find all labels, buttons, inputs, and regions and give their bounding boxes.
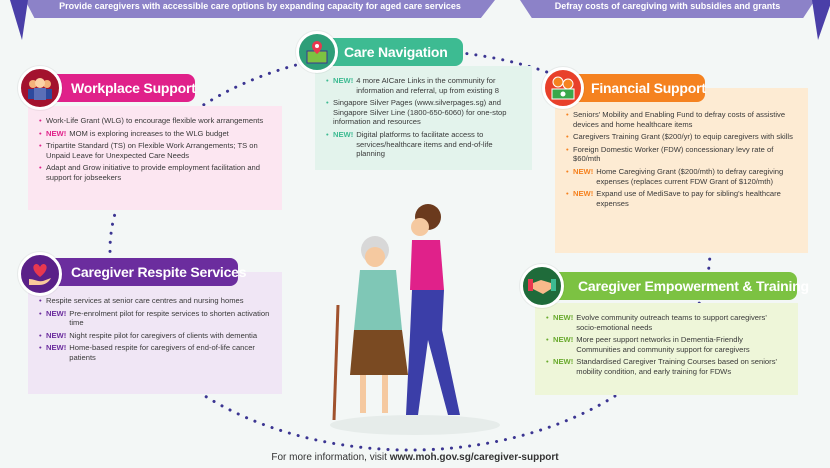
caregiver-senior-illustration [330,204,500,435]
bullet-icon: • [39,296,42,305]
list-item: • NEW!Home Caregiving Grant ($200/mth) to… [566,167,798,186]
item-text: MOM is exploring increases to the WLG bu… [69,128,229,138]
list-item: • NEW!Standardised Caregiver Training Cou… [546,357,788,376]
item-text: Work-Life Grant (WLG) to encourage flexi… [46,116,264,125]
new-badge: NEW! [553,357,574,367]
item-text: Seniors' Mobility and Enabling Fund to d… [573,110,786,129]
financial-support-box: • Seniors' Mobility and Enabling Fund to … [555,88,808,253]
senior-figure [332,236,408,421]
list-item: • Caregivers Training Grant ($200/yr) to … [566,132,798,142]
bullet-icon: • [566,132,569,142]
list-item: • Singapore Silver Pages (www.silverpages… [326,98,522,127]
bullet-icon: • [546,335,549,345]
list-item: • NEW!Home-based respite for caregivers o… [39,343,272,362]
bullet-icon: • [326,76,329,85]
list-item: • Seniors' Mobility and Enabling Fund to … [566,110,798,129]
list-item: • Foreign Domestic Worker (FDW) concessio… [566,145,798,164]
new-badge: NEW! [46,330,67,340]
item-text: Adapt and Grow initiative to provide emp… [46,163,261,182]
list-item: • Respite services at senior care centres… [39,296,272,306]
care-navigation-title: Care Navigation [318,38,463,66]
banner-right: Defray costs of caregiving with subsidie… [520,0,815,18]
item-text: Singapore Silver Pages (www.silverpages.… [333,98,507,127]
item-text: Digital platforms to facilitate access t… [356,129,493,159]
list-item: • NEW!Pre-enrolment pilot for respite ser… [39,309,272,328]
list-item: • NEW!4 more AICare Links in the communit… [326,76,522,95]
new-badge: NEW! [46,308,67,318]
bullet-icon: • [566,110,569,119]
bullet-icon: • [39,116,42,125]
respite-services-title: Caregiver Respite Services [45,258,247,286]
new-badge: NEW! [333,76,354,85]
bullet-icon: • [39,163,42,173]
item-text: Standardised Caregiver Training Courses … [576,357,777,376]
list-item: • Tripartite Standard (TS) on Flexible Wo… [39,141,272,160]
item-text: Night respite pilot for caregivers of cl… [69,330,258,340]
list-item: • Work-Life Grant (WLG) to encourage flex… [39,116,272,126]
empowerment-training-box: •NEW!Evolve community outreach teams to … [535,303,798,395]
bullet-icon: • [546,313,549,322]
list-item: • NEW!Night respite pilot for caregivers … [39,331,272,341]
item-text: Home Caregiving Grant ($200/mth) to defr… [596,166,784,186]
bullet-icon: • [566,144,569,154]
item-text: More peer support networks in Dementia-F… [576,335,750,354]
item-text: 4 more AICare Links in the community for… [356,76,499,95]
list-item: • NEW!More peer support networks in Demen… [546,335,788,354]
item-text: Tripartite Standard (TS) on Flexible Wor… [46,141,258,160]
workplace-support-title: Workplace Support [45,74,196,102]
handshake-icon [520,264,564,308]
item-text: Respite services at senior care centres … [46,296,244,305]
care-navigation-box: •NEW!4 more AICare Links in the communit… [315,66,532,170]
empowerment-training-title: Caregiver Empowerment & Training [540,272,809,300]
item-text: Foreign Domestic Worker (FDW) concession… [573,144,774,164]
money-icon [542,67,584,109]
item-text: Evolve community outreach teams to suppo… [576,313,767,332]
new-badge: NEW! [573,166,594,176]
new-badge: NEW! [573,189,594,199]
bullet-icon: • [39,128,42,138]
map-pin-icon [296,31,338,73]
bullet-icon: • [39,141,42,151]
item-text: Pre-enrolment pilot for respite services… [69,308,270,328]
item-text: Caregivers Training Grant ($200/yr) to e… [573,132,793,142]
financial-support-title: Financial Support [565,74,706,102]
banner-corner-right [812,0,830,40]
new-badge: NEW! [46,343,67,353]
bullet-icon: • [326,129,329,139]
list-item: • NEW!Expand use of MediSave to pay for s… [566,189,798,208]
list-item: • NEW!Digital platforms to facilitate acc… [326,130,522,159]
people-icon [18,66,62,110]
footer-link[interactable]: www.moh.gov.sg/caregiver-support [389,452,559,463]
ground-shadow [330,415,500,435]
banner-left: Provide caregivers with accessible care … [25,0,495,18]
bullet-icon: • [39,343,42,353]
new-badge: NEW! [553,335,574,345]
item-text: Home-based respite for caregivers of end… [69,343,255,362]
footer: For more information, visit www.moh.gov.… [0,452,830,463]
bullet-icon: • [326,98,329,108]
bullet-icon: • [546,357,549,367]
new-badge: NEW! [46,128,67,138]
new-badge: NEW! [333,129,354,139]
item-text: Expand use of MediSave to pay for siblin… [596,189,781,208]
bullet-icon: • [566,166,569,176]
list-item: • NEW!MOM is exploring increases to the W… [39,129,272,139]
list-item: • NEW!Evolve community outreach teams to … [546,313,788,332]
heart-hand-icon [18,252,62,296]
new-badge: NEW! [553,313,574,322]
footer-text: For more information, visit [271,452,390,463]
bullet-icon: • [39,308,42,318]
bullet-icon: • [39,330,42,340]
workplace-support-box: • Work-Life Grant (WLG) to encourage flex… [28,106,282,210]
banner-corner-left [10,0,28,40]
bullet-icon: • [566,189,569,199]
list-item: • Adapt and Grow initiative to provide em… [39,163,272,182]
caregiver-figure [406,204,460,415]
respite-services-box: • Respite services at senior care centres… [28,272,282,394]
